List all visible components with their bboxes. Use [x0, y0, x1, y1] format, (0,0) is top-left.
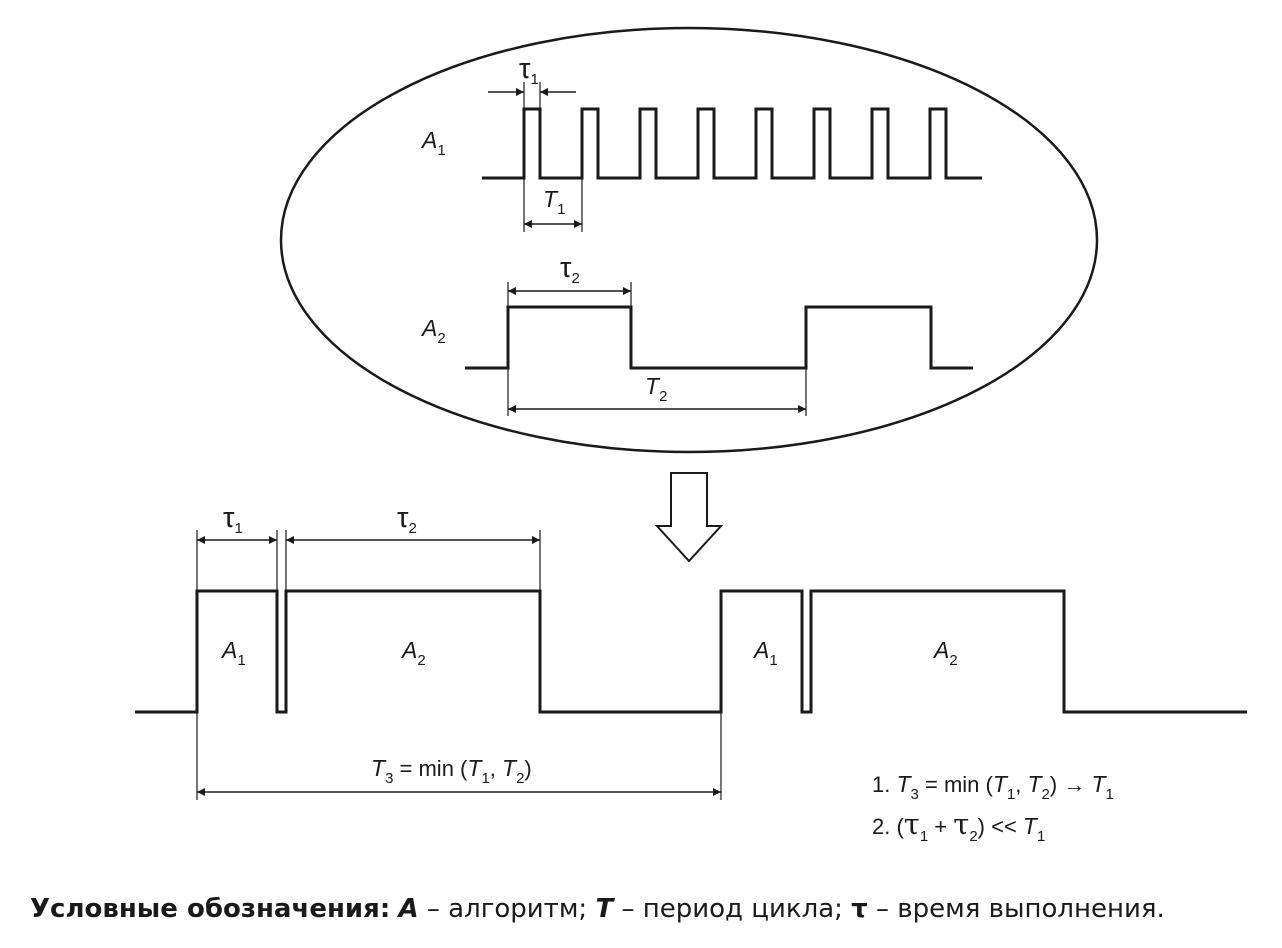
t1-label: T1	[543, 186, 565, 218]
t3-formula: T3 = min (T1, T2)	[371, 755, 532, 787]
combined-a1-label-1: A1	[220, 637, 246, 669]
legend-a-text: – алгоритм;	[418, 894, 596, 924]
legend-tau-symbol: τ	[851, 894, 868, 924]
combined-a2-label-1: A2	[400, 637, 426, 669]
t2-label: T2	[645, 373, 667, 405]
legend-tau-text: – время выполнения.	[867, 894, 1165, 924]
tau1-top-label: τ1	[519, 53, 539, 88]
condition-2: 2. (τ1 + τ2) << T1	[872, 807, 1045, 845]
combined-tau1-label: τ1	[223, 502, 243, 537]
legend-t-symbol: T	[595, 894, 614, 924]
combined-tau2-label: τ2	[397, 502, 417, 537]
combine-arrow-icon	[654, 472, 724, 563]
a2-pulse-train	[465, 305, 973, 370]
combined-a2-label-2: A2	[932, 637, 958, 669]
a1-pulse-train	[482, 107, 982, 180]
combined-a1-label-2: A1	[752, 637, 778, 669]
legend-title: Условные обозначения:	[30, 894, 391, 924]
a1-signal-label: A1	[420, 127, 446, 159]
algorithms-ellipse	[279, 26, 1099, 454]
legend: Условные обозначения: A – алгоритм; T – …	[30, 894, 1165, 924]
tau2-top-label: τ2	[560, 252, 580, 287]
a2-signal-label: A2	[420, 315, 446, 347]
combined-waveform	[135, 589, 1247, 714]
condition-1: 1. T3 = min (T1, T2) → T1	[872, 771, 1114, 803]
legend-t-text: – период цикла;	[613, 894, 852, 924]
legend-a-symbol: A	[398, 894, 419, 924]
